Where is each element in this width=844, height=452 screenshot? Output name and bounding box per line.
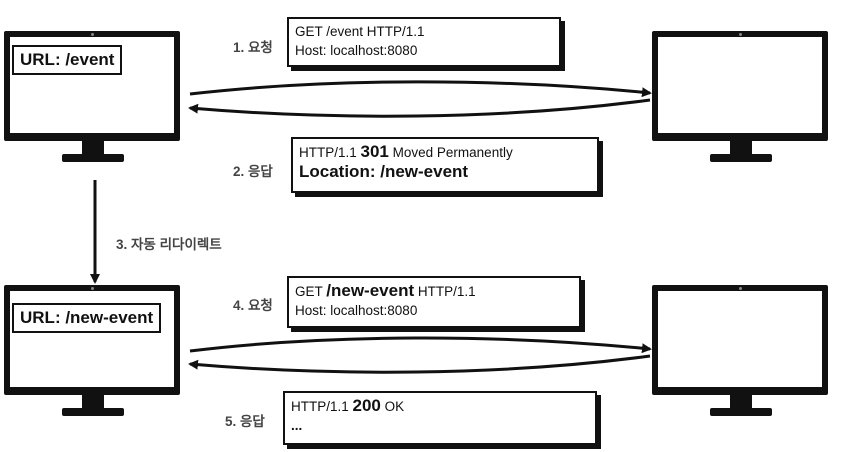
step-label-1: 1. 요청	[233, 40, 273, 55]
client-screen-bottom: URL: /new-event	[4, 285, 180, 395]
camera-icon	[91, 33, 94, 36]
request-line: GET /new-event HTTP/1.1	[295, 281, 476, 300]
step-label-2: 2. 응답	[233, 164, 273, 179]
camera-icon	[91, 287, 94, 290]
camera-icon	[739, 33, 742, 36]
request-arrow-bottom	[189, 336, 652, 354]
step-label-3: 3. 자동 리다이렉트	[116, 237, 222, 252]
status-line: HTTP/1.1 301 Moved Permanently	[299, 142, 513, 161]
step-label-5: 5. 응답	[225, 414, 265, 429]
status-code: 200	[352, 396, 381, 415]
client-monitor-top: URL: /event	[4, 31, 180, 166]
status-code: 301	[360, 142, 389, 161]
request-line: GET /event HTTP/1.1	[295, 24, 425, 39]
step-label-4: 4. 요청	[233, 298, 273, 313]
response-arrow-top	[188, 98, 651, 118]
host-header: Host: localhost:8080	[295, 43, 418, 58]
response-arrow-bottom	[188, 354, 651, 374]
request-arrow-top	[189, 80, 652, 98]
client-screen-top: URL: /event	[4, 31, 180, 141]
camera-icon	[739, 287, 742, 290]
host-header: Host: localhost:8080	[295, 303, 418, 318]
url-bar-top: URL: /event	[12, 45, 123, 75]
url-bar-bottom: URL: /new-event	[12, 303, 162, 333]
server-monitor-top	[652, 31, 828, 166]
request-path: /new-event	[326, 281, 415, 300]
response-message-2: HTTP/1.1 200 OK ...	[283, 391, 597, 445]
client-monitor-bottom: URL: /new-event	[4, 285, 180, 420]
status-line: HTTP/1.1 200 OK	[291, 396, 405, 415]
request-message-2: GET /new-event HTTP/1.1 Host: localhost:…	[287, 276, 581, 328]
response-body: ...	[291, 418, 303, 433]
request-message-1: GET /event HTTP/1.1 Host: localhost:8080	[287, 17, 561, 67]
response-message-1: HTTP/1.1 301 Moved Permanently Location:…	[291, 137, 599, 193]
server-monitor-bottom	[652, 285, 828, 420]
location-header: Location: /new-event	[299, 162, 469, 181]
